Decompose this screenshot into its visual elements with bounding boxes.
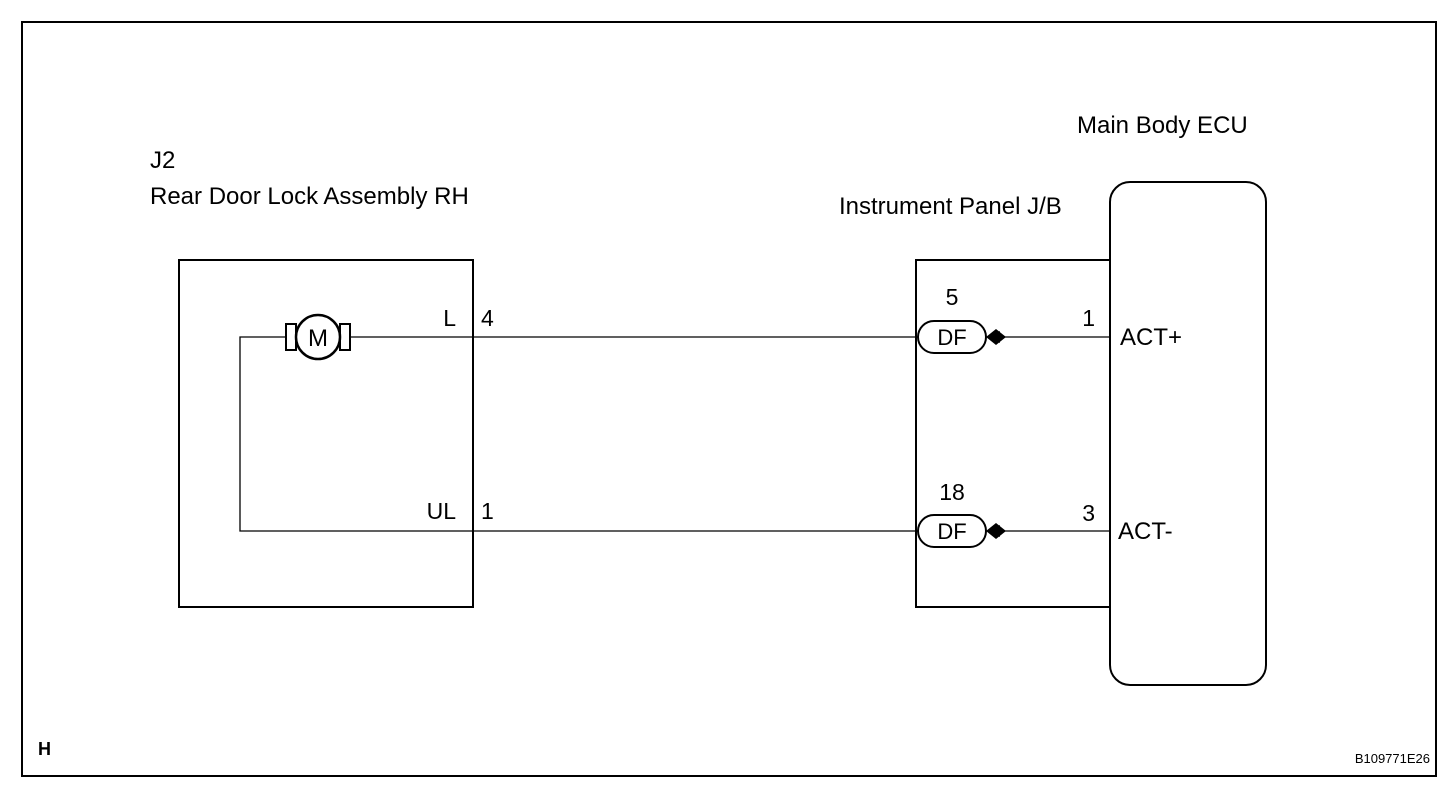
motor-return-wire	[239, 336, 473, 532]
circuit-1-component-pin: 4	[481, 305, 494, 331]
circuit-1-ecu-pin: 1	[1082, 305, 1095, 331]
circuit-1-jb-pin: 5	[946, 284, 959, 310]
ecu-box	[1109, 181, 1267, 686]
circuit-1-ecu-signal: ACT+	[1120, 324, 1182, 351]
corner-label: H	[38, 739, 51, 759]
circuit-2-component-pin: 1	[481, 498, 494, 524]
motor-icon: M	[285, 313, 351, 361]
component-code: J2	[150, 147, 175, 174]
circuit-2-connector-arrow-icon	[986, 523, 1006, 539]
circuit-2-connector: DF	[917, 514, 1006, 548]
circuit-1-connector-label: DF	[937, 325, 966, 350]
motor-label: M	[308, 325, 328, 352]
circuit-2-jb-pin: 18	[939, 479, 965, 505]
circuit-1-connector: DF	[917, 320, 1006, 354]
component-name: Rear Door Lock Assembly RH	[150, 183, 469, 210]
figure-id: B109771E26	[1355, 751, 1430, 766]
circuit-2-ecu-pin: 3	[1082, 500, 1095, 526]
circuit-1-terminal-label: L	[443, 305, 456, 331]
circuit-2-ecu-signal: ACT-	[1118, 518, 1173, 545]
circuit-2-connector-label: DF	[937, 519, 966, 544]
junction-block-title: Instrument Panel J/B	[839, 193, 1062, 220]
junction-block-box	[915, 259, 1110, 608]
diagram-frame	[21, 21, 1437, 777]
circuit-2-terminal-label: UL	[427, 498, 457, 524]
component-box	[178, 259, 474, 608]
ecu-title: Main Body ECU	[1077, 112, 1248, 139]
circuit-1-connector-arrow-icon	[986, 329, 1006, 345]
